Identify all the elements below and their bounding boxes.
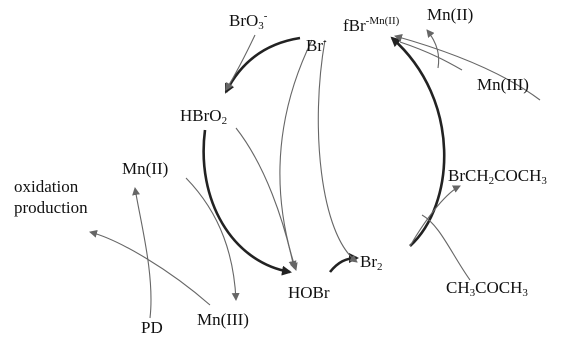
mn2-left-label: Mn(II)	[122, 159, 169, 178]
arrow-pd-to-mn2-left	[132, 187, 152, 319]
pd-label: PD	[141, 318, 163, 337]
arrow-hobr-to-br2	[328, 253, 359, 273]
mn2-top-label: Mn(II)	[427, 5, 474, 24]
arrow-br-to-br2	[317, 39, 358, 263]
hobr-label: HOBr	[288, 283, 330, 302]
arrow-mn2-to-mn3-bottom	[185, 177, 240, 301]
arrow-mn3-to-fbr	[399, 41, 463, 71]
arrow-mn3-right-curve	[394, 34, 541, 101]
br2-label: Br2	[360, 252, 383, 273]
arrow-br-to-hbro2	[224, 36, 301, 94]
arrow-bro3-to-hbro2	[225, 34, 256, 91]
arrow-mn3-to-oxidation	[89, 229, 211, 306]
fbr-mn-label: fBr-Mn(II)	[343, 15, 400, 35]
mn3-right-label: Mn(III)	[477, 75, 529, 94]
arrow-hbro2-to-hobr-thin	[235, 127, 297, 269]
arrow-to-mn2-top	[426, 29, 440, 69]
arrow-hbro2-to-hobr	[202, 129, 292, 276]
hbro2-label: HBrO2	[180, 106, 228, 127]
br-minus-label: Br-	[306, 35, 327, 55]
arrow-ch3coch3-to-br2	[421, 214, 471, 281]
oxidation-label-line2: production	[14, 198, 88, 217]
arrow-br2-to-brch2coch3	[409, 185, 461, 247]
brch2coch3-label: BrCH2COCH3	[448, 166, 547, 187]
oxidation-label-line1: oxidation	[14, 177, 79, 196]
bro3-label: BrO3-	[229, 10, 268, 32]
mn3-bottom-label: Mn(III)	[197, 310, 249, 329]
arrow-br2-to-fbr	[390, 36, 446, 247]
arrow-br-to-hobr	[279, 39, 313, 271]
ch3coch3-label: CH3COCH3	[446, 278, 528, 299]
